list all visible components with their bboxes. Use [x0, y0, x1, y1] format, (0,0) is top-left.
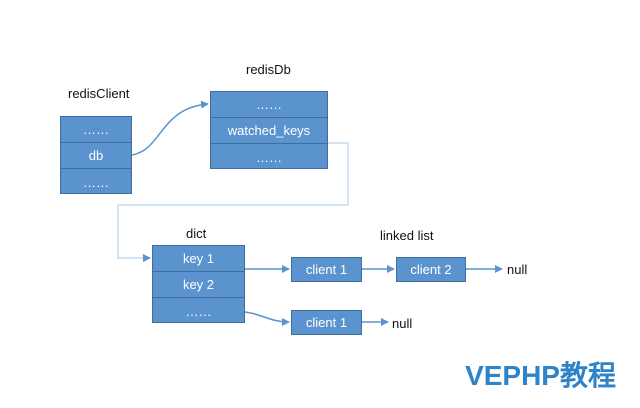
redisdb-field-3: …… [256, 149, 282, 165]
dict-title: dict [186, 226, 207, 241]
watermark-logo: VEPHP教程 [465, 360, 616, 391]
redisclient-field-1: …… [61, 117, 131, 143]
dict-field-key2: key 2 [153, 272, 244, 298]
redisdb-field-1: …… [211, 92, 327, 118]
redisdb-struct: …… watched_keys …… [210, 91, 328, 169]
null-label-row1: null [507, 262, 528, 277]
null-label-row2: null [392, 316, 413, 331]
dict-row3-to-client1-arrow [244, 311, 290, 326]
dict-struct: key 1 key 2 …… [152, 245, 245, 323]
redisclient-title: redisClient [68, 86, 130, 101]
dict-field-3: …… [185, 303, 212, 319]
redisdb-field-watched-keys: watched_keys [211, 118, 327, 144]
linked-list-title: linked list [380, 228, 434, 243]
redisclient-field-db: db [61, 143, 131, 169]
dict-field-key1: key 1 [153, 246, 244, 272]
watched-keys-to-dict-arrow [117, 142, 349, 262]
list-node-client1: client 1 [291, 257, 362, 282]
list-node-client1-row2: client 1 [291, 310, 362, 335]
db-to-redisdb-arrow [131, 100, 209, 156]
list-node-client2: client 2 [396, 257, 466, 282]
redisclient-field-3: …… [83, 174, 109, 190]
redisclient-struct: …… db …… [60, 116, 132, 194]
redisdb-title: redisDb [246, 62, 291, 77]
